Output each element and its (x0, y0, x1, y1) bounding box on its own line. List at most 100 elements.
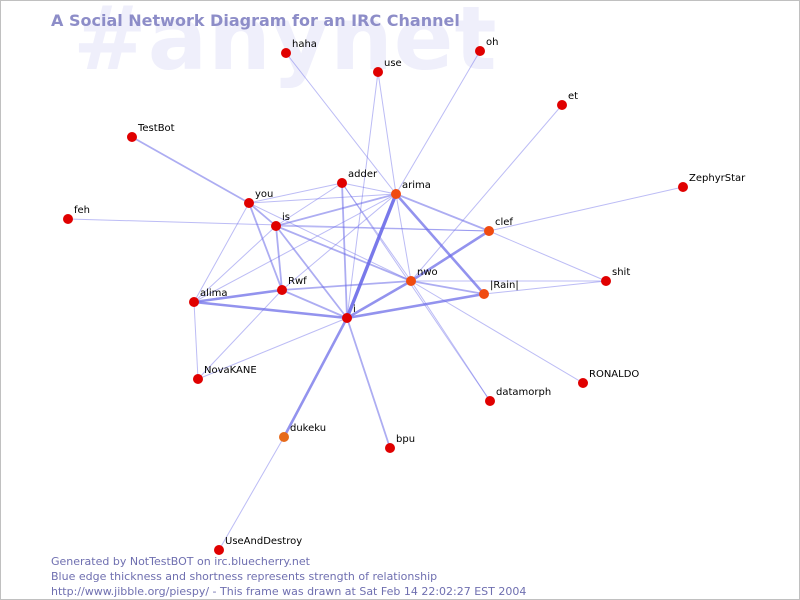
node-label-rwf: Rwf (288, 276, 307, 287)
node-label-nwo: nwo (417, 267, 438, 278)
node-dot-is (271, 221, 281, 231)
node-label-is: is (282, 212, 290, 223)
footer-generated-by: Generated by NotTestBOT on irc.bluecherr… (51, 555, 310, 568)
node-label-adder: adder (348, 169, 378, 180)
edge-arima-clef (395, 193, 490, 232)
edge-arima-use (377, 71, 397, 195)
node-label-zephyrstar: ZephyrStar (689, 173, 746, 184)
node-nwo: nwo (406, 267, 438, 286)
node-i: i (342, 304, 356, 323)
edge-is-alima (193, 225, 277, 303)
edge-adder-i (341, 182, 348, 319)
footer: Generated by NotTestBOT on irc.bluecherr… (51, 554, 526, 599)
node-dot-datamorph (485, 396, 495, 406)
edge-you-is (248, 202, 277, 227)
node-rain: |Rain| (479, 280, 519, 299)
node-label-useanddestroy: UseAndDestroy (225, 536, 302, 547)
node-you: you (244, 189, 273, 208)
edge-arima-alima (193, 193, 397, 303)
node-testbot: TestBot (127, 123, 175, 142)
node-clef: clef (484, 217, 513, 236)
node-dot-you (244, 198, 254, 208)
channel-watermark: #anynet (73, 0, 498, 90)
page-title: A Social Network Diagram for an IRC Chan… (51, 11, 460, 30)
edge-rwf-novakane (197, 289, 283, 380)
node-dot-feh (63, 214, 73, 224)
edge-clef-nwo (409, 229, 491, 283)
edge-i-use (346, 71, 379, 319)
node-label-datamorph: datamorph (496, 387, 551, 398)
node-label-rain: |Rain| (490, 280, 519, 291)
edge-arima-haha (285, 52, 397, 195)
node-label-bpu: bpu (396, 434, 415, 445)
node-dot-shit (601, 276, 611, 286)
edge-arima-rain (394, 192, 486, 296)
node-dot-useanddestroy (214, 545, 224, 555)
node-novakane: NovaKANE (193, 365, 257, 384)
node-label-you: you (255, 189, 273, 200)
node-feh: feh (63, 205, 90, 224)
node-label-i: i (353, 304, 356, 315)
edges-layer (67, 50, 684, 551)
edge-alima-novakane (193, 301, 199, 380)
edge-arima-rwf (281, 193, 397, 291)
node-dukeku: dukeku (279, 423, 326, 442)
edge-nwo-rwf (281, 280, 412, 291)
node-dot-novakane (193, 374, 203, 384)
footer-url-timestamp: http://www.jibble.org/piespy/ - This fra… (51, 585, 527, 598)
node-label-haha: haha (292, 39, 317, 50)
node-label-testbot: TestBot (137, 123, 175, 134)
node-dot-nwo (406, 276, 416, 286)
node-dot-haha (281, 48, 291, 58)
node-label-feh: feh (74, 205, 90, 216)
edge-dukeku-useanddestroy (218, 436, 285, 551)
edge-adder-arima (341, 182, 397, 195)
edge-adder-nwo (341, 182, 412, 282)
node-dot-rwf (277, 285, 287, 295)
node-dot-arima (391, 189, 401, 199)
node-dot-zephyrstar (678, 182, 688, 192)
node-dot-ronaldo (578, 378, 588, 388)
node-dot-alima (189, 297, 199, 307)
edge-you-arima (248, 193, 397, 204)
node-bpu: bpu (385, 434, 415, 453)
edge-i-rain (345, 292, 486, 320)
node-label-arima: arima (402, 180, 431, 191)
edge-is-adder (275, 182, 343, 227)
edge-rwf-i (281, 289, 348, 319)
node-dot-et (557, 100, 567, 110)
edge-nwo-rain (410, 280, 485, 295)
node-label-novakane: NovaKANE (204, 365, 257, 376)
node-alima: alima (189, 288, 228, 307)
node-useanddestroy: UseAndDestroy (214, 536, 302, 555)
footer-legend-note: Blue edge thickness and shortness repres… (51, 570, 438, 583)
edge-nwo-ronaldo (410, 280, 584, 384)
edge-rain-shit (483, 280, 607, 295)
edge-adder-datamorph (341, 182, 491, 402)
node-label-shit: shit (612, 267, 630, 278)
edge-arima-i (345, 192, 398, 320)
node-oh: oh (475, 37, 498, 56)
edge-is-arima (275, 193, 397, 227)
node-zephyrstar: ZephyrStar (678, 173, 746, 192)
edge-nwo-et (410, 104, 563, 282)
node-dot-i (342, 313, 352, 323)
edge-nwo-datamorph (410, 280, 491, 402)
edge-you-alima (193, 202, 250, 303)
node-use: use (373, 58, 402, 77)
edge-alima-i (192, 300, 349, 320)
node-label-dukeku: dukeku (290, 423, 326, 434)
node-label-oh: oh (486, 37, 498, 48)
node-haha: haha (281, 39, 317, 58)
edge-you-testbot (131, 136, 250, 204)
node-dot-rain (479, 289, 489, 299)
node-dot-adder (337, 178, 347, 188)
node-dot-use (373, 67, 383, 77)
node-label-ronaldo: RONALDO (589, 369, 639, 380)
edge-arima-nwo (395, 193, 412, 282)
edge-rwf-alima (192, 288, 284, 304)
node-label-et: et (568, 91, 578, 102)
edge-i-bpu (346, 317, 391, 449)
